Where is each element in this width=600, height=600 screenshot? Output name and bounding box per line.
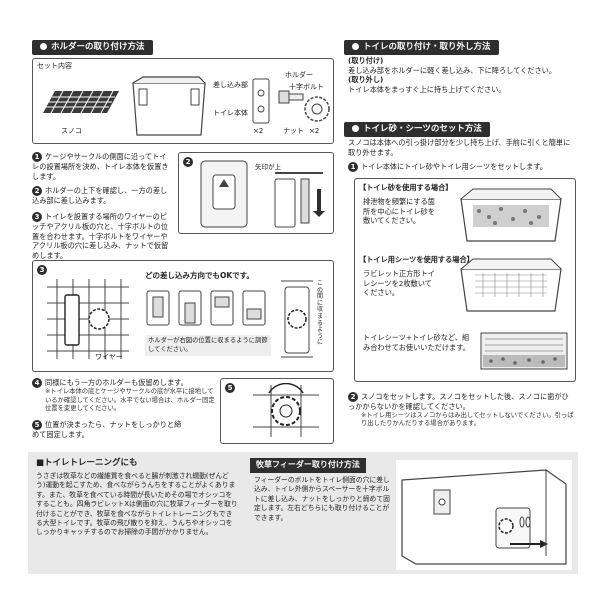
sashikomi-label: 差し込み部	[213, 81, 248, 89]
sand-step-1-text: トイレ本体にトイレ砂やトイレ用シーツをセットします。	[361, 162, 548, 171]
case-sand-heading: 【トイレ砂を使用する場合】	[359, 183, 453, 192]
step-1-text: ケージやサークルの側面に沿ってトイレの設置場所を決め、トイレ本体を仮置きします。	[32, 152, 169, 181]
fig2-arrow-label: 矢印が上	[255, 163, 281, 171]
sand-cases-box: 【トイレ砂を使用する場合】 排泄物を頻繁にする箇所を中心にトイレ砂を敷いてくださ…	[354, 178, 576, 382]
case-sand-illustration	[460, 188, 562, 242]
set-contents-label: セット内容	[37, 62, 72, 70]
step-1-number: 1	[32, 152, 42, 162]
bolt-illustration	[278, 90, 304, 104]
step-4-number: 4	[32, 378, 42, 388]
attach-heading: (取り付け)	[348, 56, 384, 65]
feeder-text: フィーダーのボルトをトイレ側面の穴に差し込み、トイレ外側からスペーサーを十字ボル…	[254, 476, 390, 522]
nut-label: ナット	[283, 127, 304, 135]
figure-2: 2 矢印が上	[178, 152, 334, 234]
feeder-illustration	[396, 460, 572, 570]
fig5-number: 5	[225, 383, 235, 393]
remove-heading: (取り外し)	[348, 75, 384, 85]
set-contents-box: セット内容 スノコ 差し込み部 トイレ本体 ×2 ホルダー 十字ボルト ナット …	[32, 58, 334, 144]
holder-label: ホルダー	[285, 71, 313, 79]
sand-step-2-note: ※トイレ用シーツはスノコからはみ出してセットしないでください。引っぱり出したりか…	[361, 411, 574, 428]
fig3-fit-illustration	[281, 280, 313, 358]
step-3-number: 3	[32, 212, 42, 222]
sand-section-title: トイレ砂・シーツのセット方法	[344, 122, 490, 138]
figure-3: 3 ワイヤー どの差し込み方向でもOKです。 ホルダーが右図の位置に収まるように…	[32, 260, 334, 372]
case-sheet-text: ラビレット正方形トイレシーツを2枚敷いてください。	[363, 269, 435, 298]
case-sheet-illustration	[460, 258, 562, 312]
fig3-wire-illustration	[47, 279, 129, 359]
holder-section-title: ホルダーの取り付け方法	[32, 40, 153, 56]
step-2-number: 2	[32, 186, 42, 196]
toilet-body-label: トイレ本体	[213, 109, 248, 117]
training-title: ■トイレトレーニングにも	[36, 458, 138, 468]
nut-illustration	[304, 96, 330, 122]
toilet-remove-body: (取り付け) 差し込み部をホルダーに軽く差し込み、下に降ろしてください。 (取り…	[348, 56, 574, 95]
case-combo-text: トイレシーツ+トイレ砂など、組み合わせてお使いいただけます。	[363, 333, 470, 352]
sand-step-2-text: スノコをセットします。スノコをセットした後、スノコに歯がひっかからないかを確認し…	[348, 392, 569, 411]
holder-x2: ×2	[253, 127, 264, 135]
fig2-number: 2	[183, 157, 193, 167]
fig2-holder-illustration	[200, 160, 248, 228]
case-sheet-heading: 【トイレ用シーツを使用する場合】	[359, 255, 474, 264]
step-2-text: ホルダーの上下を確認し、一方の差し込み部に差し込みます。	[32, 186, 168, 205]
case-sand-text: 排泄物を頻繁にする箇所を中心にトイレ砂を敷いてください。	[363, 197, 435, 226]
step-4-text: 同様にもう一方のホルダーも仮留めします。	[45, 378, 188, 387]
training-text: うさぎは牧草などの繊維質を食べると腸が刺激され蠕動(ぜんどう)運動を起こすため、…	[36, 472, 238, 537]
fig3-callout: どの差し込み方向でもOKです。	[145, 271, 254, 280]
fig5-nut-illustration	[253, 383, 319, 437]
fig3-note: ホルダーが右図の位置に収まるように調節してください。	[145, 335, 271, 356]
fig3-orientation-illustrations	[146, 290, 266, 326]
toilet-remove-title: トイレの取り付け・取り外し方法	[344, 40, 499, 56]
feeder-title: 牧草フィーダー取り付け方法	[250, 458, 366, 473]
holder-illustration	[252, 78, 270, 124]
sand-intro: スノコは本体への引っ掛け部分を少し持ち上げ、手前に引くと簡単に取り外せます。	[348, 138, 571, 157]
sunoko-illustration	[43, 90, 119, 114]
step-5-number: 5	[32, 420, 42, 430]
step-5-text: 位置が決まったら、ナットをしっかりと締めて固定します。	[32, 420, 182, 439]
step-4-note: ※トイレ本体の底とケージやサークルの底が水平に接地しているか確認してください。水…	[45, 388, 215, 412]
sunoko-label: スノコ	[61, 127, 82, 135]
toilet-body-illustration	[132, 76, 206, 136]
case-combo-illustration	[480, 332, 568, 370]
fig3-vertical-label: この間に収まるように	[317, 280, 324, 347]
fig2-insert-illustration	[274, 172, 325, 228]
attach-text: 差し込み部をホルダーに軽く差し込み、下に降ろしてください。	[348, 65, 557, 75]
figure-5: 5	[220, 378, 334, 444]
wire-label: ワイヤー	[95, 353, 123, 361]
step-3-text: トイレを設置する場所のワイヤーのピッチやアクリル板の穴と、十字ボルトの位置を合わ…	[32, 212, 169, 261]
fig3-number: 3	[37, 265, 47, 275]
nut-x2: ×2	[309, 127, 320, 135]
remove-text: トイレ本体をまっすぐ上に持ち上げてください。	[348, 85, 506, 95]
bolt-label: 十字ボルト	[289, 83, 324, 91]
